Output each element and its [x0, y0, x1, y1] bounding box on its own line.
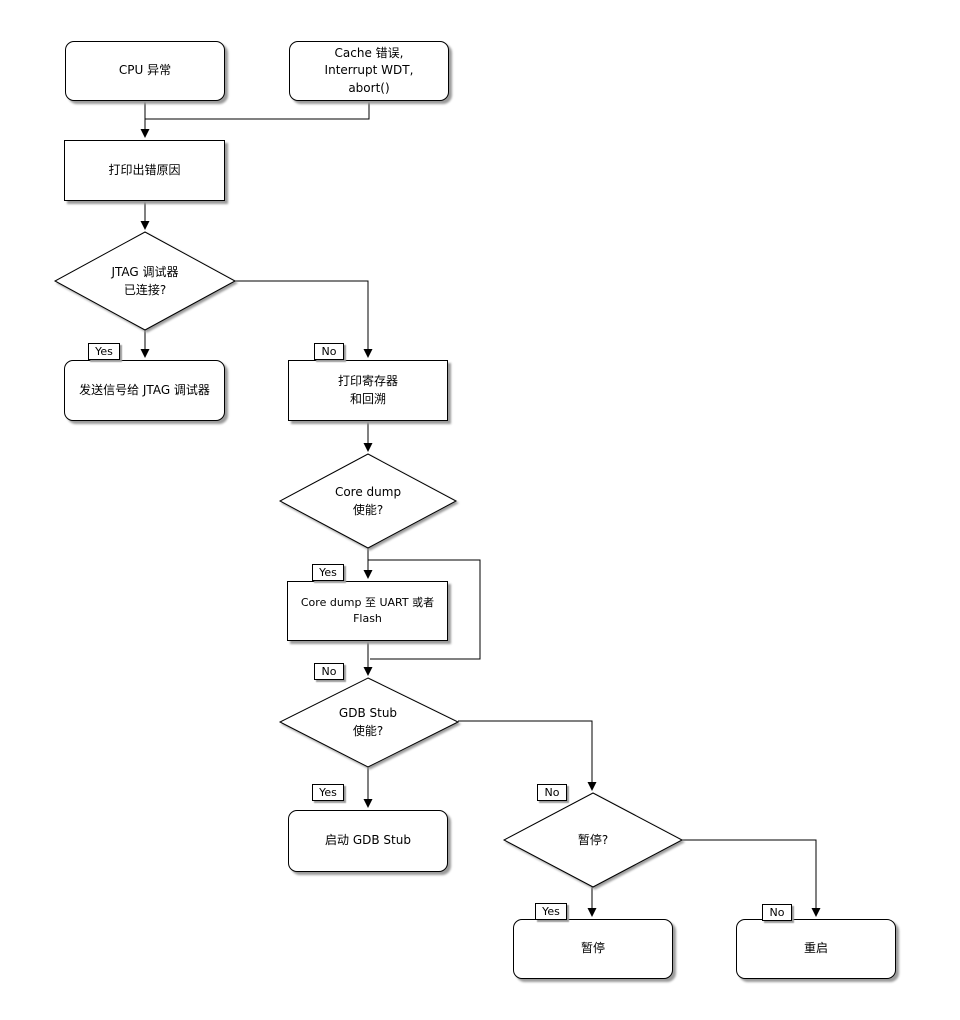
node-cpu-exception: CPU 异常: [65, 41, 225, 101]
node-label-line: Cache 错误,: [334, 45, 404, 60]
node-label: 暂停: [580, 941, 605, 956]
diamond-jtag-connected: [53, 231, 237, 331]
branch-tag-no-halt: No: [762, 904, 792, 921]
edge-jtag-no: [235, 280, 373, 358]
node-label: 重启: [803, 941, 828, 956]
node-label-line: abort(): [348, 80, 390, 95]
node-label: 启动 GDB Stub: [325, 833, 411, 848]
node-label: Core dump 至 UART 或者 Flash: [300, 596, 435, 625]
branch-tag-yes-halt: Yes: [535, 903, 567, 920]
node-label-line: 和回溯: [349, 391, 386, 406]
node-reboot: 重启: [736, 919, 896, 979]
branch-tag-no-jtag: No: [314, 343, 344, 360]
node-cache-error: Cache 错误, Interrupt WDT, abort(): [289, 41, 449, 101]
diamond-core-dump-enabled: [278, 453, 458, 549]
node-label: 发送信号给 JTAG 调试器: [79, 382, 210, 397]
node-label: 打印出错原因: [108, 162, 181, 177]
branch-tag-yes-jtag: Yes: [88, 343, 120, 360]
node-label: CPU 异常: [118, 63, 172, 78]
branch-tag-yes-gdb: Yes: [312, 784, 344, 801]
node-print-error-reason: 打印出错原因: [64, 140, 225, 201]
node-core-dump-to-uart-flash: Core dump 至 UART 或者 Flash: [287, 581, 448, 641]
branch-tag-yes-coredump: Yes: [312, 564, 344, 581]
diamond-halt-question: [502, 792, 684, 888]
node-label-line: Interrupt WDT,: [324, 63, 414, 78]
branch-tag-no-coredump: No: [314, 663, 344, 680]
edge-gdb-no: [458, 720, 597, 791]
diamond-gdb-stub-enabled: [278, 677, 460, 768]
edge-cache-merge: [145, 101, 370, 120]
branch-tag-no-gdb: No: [537, 784, 567, 801]
node-send-signal-jtag: 发送信号给 JTAG 调试器: [64, 360, 225, 421]
node-halt: 暂停: [513, 919, 673, 979]
node-start-gdb-stub: 启动 GDB Stub: [288, 810, 448, 872]
node-print-registers-backtrace: 打印寄存器 和回溯: [288, 360, 448, 421]
node-label-line: 打印寄存器: [337, 374, 398, 389]
edge-coredump-no-bypass: [368, 559, 481, 660]
edge-halt-no: [682, 839, 821, 917]
